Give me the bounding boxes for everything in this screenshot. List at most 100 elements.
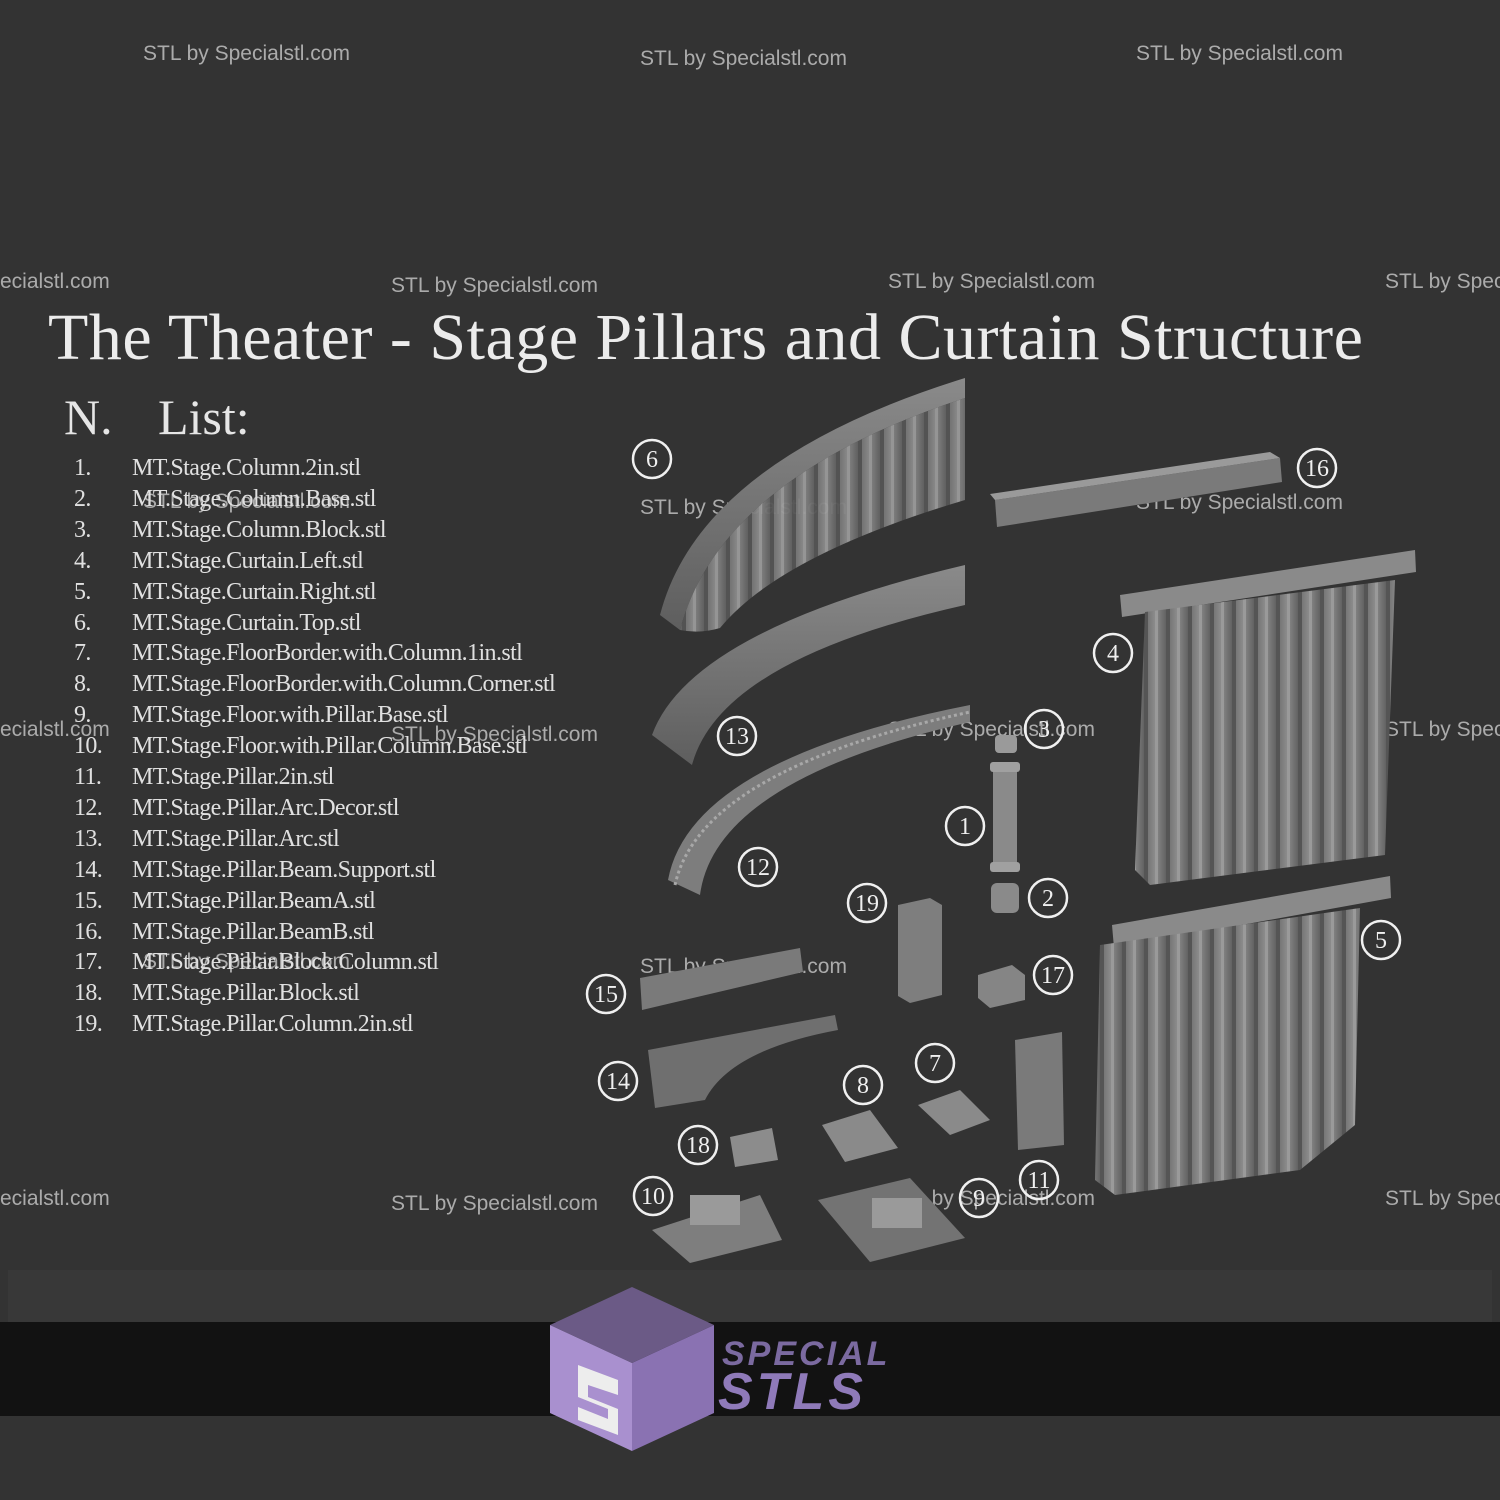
list-item-number: 1.	[74, 455, 91, 481]
callout-circle	[716, 715, 758, 757]
part-floor-pillar-base	[818, 1178, 965, 1262]
watermark: STL by Specialstl.com	[391, 274, 598, 297]
list-item-filename: MT.Stage.Pillar.BeamB.stl	[132, 918, 374, 945]
part-pillar	[1015, 1032, 1064, 1150]
watermark: STL by Spec	[1385, 270, 1500, 293]
callout-number: 11	[1027, 1168, 1050, 1194]
callout-number: 12	[746, 855, 770, 881]
list-item-filename: MT.Stage.Pillar.BeamA.stl	[132, 887, 376, 914]
list-item-number: 5.	[74, 578, 91, 605]
callout-number: 7	[929, 1051, 941, 1077]
list-item-number: 3.	[74, 516, 91, 543]
callout-number: 8	[857, 1073, 869, 1099]
part-curtain-right	[1095, 876, 1391, 1195]
list-header-label: List:	[158, 389, 250, 445]
list-item-filename: MT.Stage.FloorBorder.with.Column.1in.stl	[132, 640, 523, 667]
list-item-number: 13.	[74, 825, 103, 852]
list-item-filename: MT.Stage.Pillar.Column.2in.stl	[132, 1011, 414, 1038]
part-floor-pillar-column-base	[652, 1195, 782, 1263]
callout-number: 19	[855, 891, 879, 917]
list-item-number: 2.	[74, 485, 91, 512]
callout-number: 13	[725, 724, 749, 750]
list-item-filename: MT.Stage.Floor.with.Pillar.Base.stl	[132, 702, 449, 729]
watermark: STL by Specialstl.com	[143, 42, 350, 65]
callout-circle	[585, 973, 627, 1015]
callout-number: 16	[1305, 456, 1329, 482]
callout-17: 17	[1032, 954, 1074, 996]
watermark: ecialstl.com	[0, 270, 110, 293]
list-item-filename: MT.Stage.Curtain.Right.stl	[132, 578, 377, 605]
list-item-number: 17.	[74, 949, 103, 976]
part-floorborder-column-1in	[918, 1090, 990, 1135]
list-item-filename: MT.Stage.Pillar.Block.stl	[132, 980, 360, 1007]
callout-circle	[677, 1124, 719, 1166]
list-item-number: 18.	[74, 980, 103, 1007]
part-beam-a	[640, 948, 803, 1010]
callout-1: 1	[944, 805, 986, 847]
callout-number: 9	[973, 1186, 985, 1212]
watermark: STL by Specialstl.com	[143, 490, 350, 513]
list-item-filename: MT.Stage.Column.Block.stl	[132, 516, 386, 543]
callout-circle	[1023, 708, 1065, 750]
list-item-filename: MT.Stage.Pillar.Arc.Decor.stl	[132, 794, 399, 821]
callout-5: 5	[1360, 919, 1402, 961]
callout-circle	[958, 1177, 1000, 1219]
watermark: STL by Spec	[1385, 1187, 1500, 1210]
brand-line-2: STLS	[718, 1363, 867, 1421]
callout-8: 8	[842, 1064, 884, 1106]
callout-number: 1	[959, 814, 971, 840]
callout-7: 7	[914, 1042, 956, 1084]
callout-13: 13	[716, 715, 758, 757]
callout-18: 18	[677, 1124, 719, 1166]
list-item-number: 6.	[74, 609, 91, 636]
list-item-filename: MT.Stage.FloorBorder.with.Column.Corner.…	[132, 671, 556, 698]
callout-circle	[846, 882, 888, 924]
callout-circle	[842, 1064, 884, 1106]
part-curtain-left	[1120, 550, 1416, 885]
callout-9: 9	[958, 1177, 1000, 1219]
list-item-number: 4.	[74, 547, 91, 574]
list-item-filename: MT.Stage.Pillar.2in.stl	[132, 764, 334, 790]
list-item-number: 7.	[74, 640, 91, 667]
callout-number: 5	[1375, 928, 1387, 954]
part-pillar-arc	[652, 565, 965, 765]
list-item-filename: MT.Stage.Column.Base.stl	[132, 485, 376, 512]
callout-circle	[1027, 877, 1069, 919]
part-curtain-top	[660, 378, 965, 632]
list-item-filename: MT.Stage.Pillar.Arc.stl	[132, 825, 340, 852]
callout-number: 17	[1041, 963, 1065, 989]
part-pillar-block	[730, 1128, 778, 1167]
brand-cube-logo	[550, 1287, 714, 1451]
callout-16: 16	[1296, 447, 1338, 489]
watermark: ecialstl.com	[0, 1187, 110, 1210]
callout-number: 15	[594, 982, 618, 1008]
footer-strip	[8, 1270, 1492, 1322]
callout-circle	[1032, 954, 1074, 996]
callout-circle	[1360, 919, 1402, 961]
part-pillar-block-column	[978, 965, 1025, 1008]
callout-circle	[1018, 1159, 1060, 1201]
list-item-number: 11.	[74, 764, 102, 790]
watermark: STL by Spec	[1385, 718, 1500, 741]
list-item-filename: MT.Stage.Curtain.Top.stl	[132, 609, 361, 636]
list-item-number: 8.	[74, 671, 91, 698]
list-item-filename: MT.Stage.Column.2in.stl	[132, 455, 361, 481]
callout-14: 14	[597, 1060, 639, 1102]
watermark: STL by Specialstl.com	[391, 1192, 598, 1215]
callout-circle	[944, 805, 986, 847]
list-item-filename: MT.Stage.Pillar.Beam.Support.stl	[132, 856, 436, 883]
callout-circle	[737, 846, 779, 888]
watermark: STL by Specialstl.com	[640, 47, 847, 70]
brand-line-1: SPECIAL	[722, 1335, 891, 1373]
list-item-filename: MT.Stage.Pillar.Block.Column.stl	[132, 949, 439, 976]
callout-number: 10	[641, 1184, 665, 1210]
part-pillar-column	[898, 898, 942, 1003]
page-title: The Theater - Stage Pillars and Curtain …	[48, 301, 1364, 374]
watermark: STL by Specialstl.com	[888, 270, 1095, 293]
callout-15: 15	[585, 973, 627, 1015]
callout-19: 19	[846, 882, 888, 924]
list-header-number: N.	[64, 389, 113, 445]
callout-number: 18	[686, 1133, 710, 1159]
callout-2: 2	[1027, 877, 1069, 919]
